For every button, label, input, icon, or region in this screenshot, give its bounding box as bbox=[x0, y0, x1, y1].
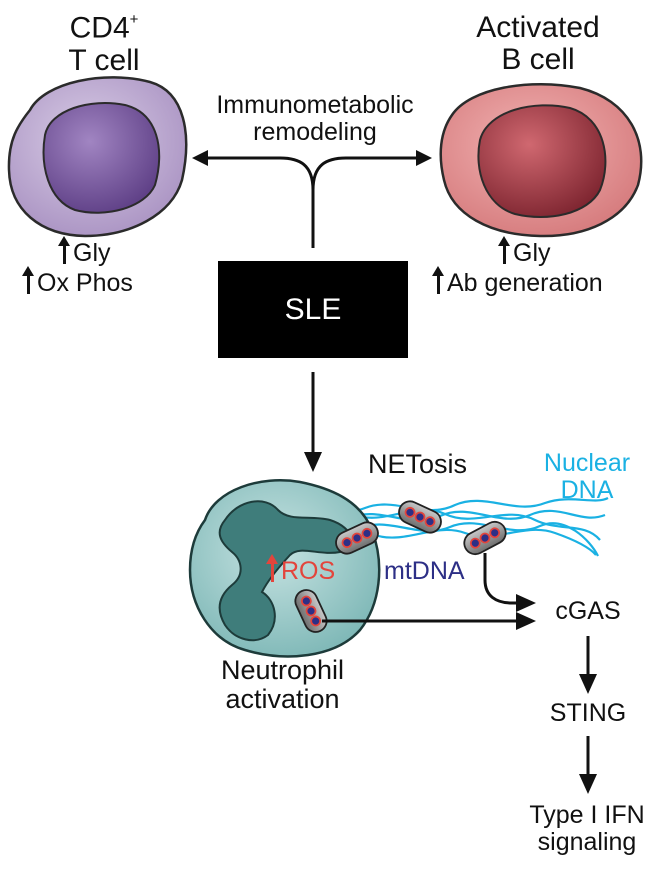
cd4-title-superscript: + bbox=[129, 11, 139, 28]
cgas-label: cGAS bbox=[555, 597, 621, 625]
mitochondrion-4 bbox=[294, 589, 328, 633]
sle-label: SLE bbox=[284, 292, 342, 326]
b-cell-effect-gly-text: Gly bbox=[513, 239, 551, 267]
b-cell-effect-gly: Gly bbox=[498, 236, 551, 267]
ros-label: ROS bbox=[266, 554, 336, 585]
cd4-t-cell-title: CD4+ T cell bbox=[44, 11, 164, 77]
b-cell-title-line1: Activated bbox=[476, 11, 600, 44]
b-cell-graphic bbox=[439, 82, 643, 238]
remodeling-connector bbox=[192, 150, 432, 248]
neutrophil-line1: Neutrophil bbox=[220, 655, 345, 685]
nuclear-dna-line2: DNA bbox=[560, 476, 614, 504]
type-i-ifn-label: Type I IFN signaling bbox=[512, 802, 662, 856]
sle-to-neutrophil-arrow bbox=[304, 372, 322, 472]
nuclear-dna-line1: Nuclear bbox=[543, 449, 631, 477]
sting-to-ifn-arrow bbox=[579, 736, 597, 794]
increase-arrow-icon bbox=[22, 266, 34, 294]
sting-label: STING bbox=[549, 699, 627, 727]
remodeling-line2: remodeling bbox=[253, 118, 377, 146]
ifn-line2: signaling bbox=[537, 828, 637, 856]
increase-arrow-icon bbox=[58, 236, 70, 264]
cd4-effect-gly: Gly bbox=[58, 236, 111, 267]
neutrophil-line2: activation bbox=[225, 684, 340, 715]
nuclear-dna-label: Nuclear DNA bbox=[532, 450, 642, 504]
sle-box: SLE bbox=[218, 261, 408, 358]
cgas-to-sting-arrow bbox=[579, 636, 597, 694]
cd4-effect-oxphos: Ox Phos bbox=[22, 266, 133, 297]
neutrophil-to-cgas-arrow bbox=[322, 612, 536, 630]
cd4-effect-oxphos-text: Ox Phos bbox=[37, 269, 133, 297]
cd4-t-cell-graphic bbox=[7, 76, 188, 238]
increase-arrow-icon bbox=[432, 266, 444, 294]
remodeling-line1: Immunometabolic bbox=[216, 91, 414, 119]
mitochondrion-2 bbox=[398, 500, 442, 534]
increase-arrow-icon bbox=[266, 554, 278, 582]
netosis-label: NETosis bbox=[368, 449, 468, 479]
mtdna-label: mtDNA bbox=[384, 557, 465, 585]
mtdna-to-cgas-arrow bbox=[483, 553, 536, 612]
neutrophil-activation-label: Neutrophil activation bbox=[195, 655, 370, 715]
mitochondrion-1 bbox=[335, 521, 379, 555]
neutrophil-graphic bbox=[188, 479, 381, 658]
b-cell-title-line2: B cell bbox=[501, 43, 575, 77]
ifn-line1: Type I IFN bbox=[529, 801, 645, 829]
b-cell-effect-ab: Ab generation bbox=[432, 266, 603, 297]
cd4-title-line1: CD4 bbox=[69, 11, 130, 45]
cd4-title-line2: T cell bbox=[68, 43, 140, 77]
ros-text: ROS bbox=[281, 557, 336, 585]
b-cell-effect-ab-text: Ab generation bbox=[447, 269, 603, 297]
mitochondrion-3 bbox=[463, 520, 507, 556]
increase-arrow-icon bbox=[498, 236, 510, 264]
remodeling-label: Immunometabolic remodeling bbox=[190, 92, 440, 146]
cd4-effect-gly-text: Gly bbox=[73, 239, 111, 267]
b-cell-title: Activated B cell bbox=[458, 11, 618, 77]
